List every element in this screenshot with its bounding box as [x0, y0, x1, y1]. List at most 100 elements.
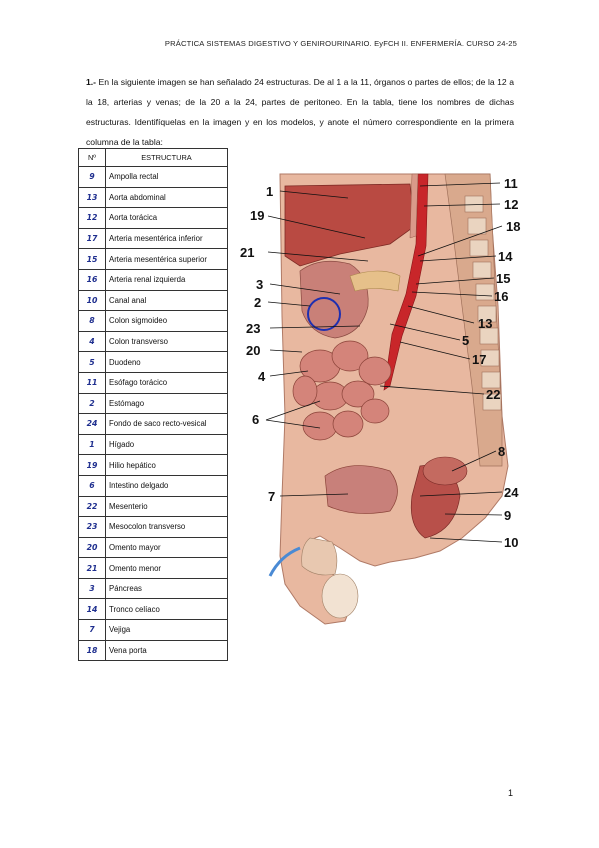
figure-label: 9 [504, 508, 511, 523]
figure-label: 11 [504, 176, 518, 191]
aorta-shape [383, 173, 429, 391]
figure-label: 8 [498, 444, 505, 459]
structure-name: Aorta torácica [105, 207, 228, 229]
exercise-intro: 1.- En la siguiente imagen se han señala… [86, 72, 514, 152]
structure-name: Fondo de saco recto-vesical [105, 413, 228, 435]
handwritten-number: 16 [78, 268, 106, 291]
handwritten-number: 22 [78, 495, 106, 518]
handwritten-number: 9 [78, 166, 106, 188]
figure-label: 19 [250, 208, 264, 223]
structure-name: Omento menor [105, 557, 228, 579]
handwritten-number: 24 [78, 413, 106, 435]
liver-shape [284, 183, 416, 267]
figure-label: 18 [506, 219, 520, 234]
figure-label: 1 [266, 184, 273, 199]
structure-name: Vejiga [105, 619, 228, 641]
figure-label: 13 [478, 316, 492, 331]
figure-label: 23 [246, 321, 260, 336]
col-number-header: Nº [78, 148, 106, 167]
structure-name: Estómago [105, 392, 228, 415]
structure-name: Ampolla rectal [105, 166, 228, 188]
structure-name: Colon sigmoideo [105, 310, 228, 332]
handwritten-number: 2 [78, 392, 106, 415]
structure-name: Arteria mesentérica inferior [105, 227, 228, 250]
esophagus-shape [409, 173, 419, 239]
figure-label: 22 [486, 387, 500, 402]
figure-label: 2 [254, 295, 261, 310]
figure-label: 24 [504, 485, 519, 500]
handwritten-number: 11 [78, 371, 106, 394]
structure-name: Intestino delgado [105, 474, 228, 497]
figure-label: 7 [268, 489, 275, 504]
urethra-shape [268, 546, 301, 577]
structure-name: Duodeno [105, 351, 228, 373]
anatomy-figure: 1 19 21 3 2 23 20 4 6 7 11 12 18 14 15 1… [240, 173, 520, 625]
figure-label: 14 [498, 249, 513, 264]
handwritten-number: 8 [78, 310, 106, 332]
bladder-shape [324, 465, 398, 514]
genital-shape [301, 537, 338, 576]
figure-label: 3 [256, 277, 263, 292]
figure-label: 16 [494, 289, 508, 304]
handwritten-number: 3 [78, 577, 106, 600]
page-header: PRÁCTICA SISTEMAS DIGESTIVO Y GENIROURIN… [164, 39, 517, 48]
handwritten-number: 15 [78, 248, 106, 270]
col-structure-header: ESTRUCTURA [105, 148, 228, 167]
structure-name: Canal anal [105, 289, 228, 312]
stomach-shape [299, 260, 369, 339]
sigmoid-shape [422, 456, 468, 486]
figure-label: 20 [246, 343, 260, 358]
handwritten-number: 7 [78, 619, 106, 641]
handwritten-number: 5 [78, 351, 106, 373]
intestines-shape [292, 340, 392, 441]
figure-label: 12 [504, 197, 518, 212]
figure-label: 6 [252, 412, 259, 427]
structure-name: Vena porta [105, 639, 228, 662]
structure-name: Esófago torácico [105, 371, 228, 394]
structure-name: Colon transverso [105, 330, 228, 353]
structure-name: Arteria renal izquierda [105, 268, 228, 291]
handwritten-number: 6 [78, 474, 106, 497]
exercise-number: 1.- [86, 77, 97, 87]
handwritten-number: 18 [78, 639, 106, 662]
figure-label: 17 [472, 352, 486, 367]
structure-name: Hígado [105, 433, 228, 456]
structure-name: Hilio hepático [105, 454, 228, 476]
handwritten-number: 19 [78, 454, 106, 476]
handwritten-number: 21 [78, 557, 106, 579]
handwritten-number: 13 [78, 186, 106, 209]
handwritten-number: 10 [78, 289, 106, 312]
handwritten-number: 20 [78, 536, 106, 559]
structure-name: Mesocolon transverso [105, 516, 228, 538]
handdrawn-circle [307, 297, 341, 331]
structure-name: Omento mayor [105, 536, 228, 559]
structure-name: Tronco celíaco [105, 598, 228, 621]
structure-name: Mesenterio [105, 495, 228, 518]
exercise-text: En la siguiente imagen se han señalado 2… [86, 77, 515, 147]
testis-shape [321, 573, 359, 619]
handwritten-number: 12 [78, 207, 106, 229]
handwritten-number: 17 [78, 227, 106, 250]
structure-name: Arteria mesentérica superior [105, 248, 228, 270]
